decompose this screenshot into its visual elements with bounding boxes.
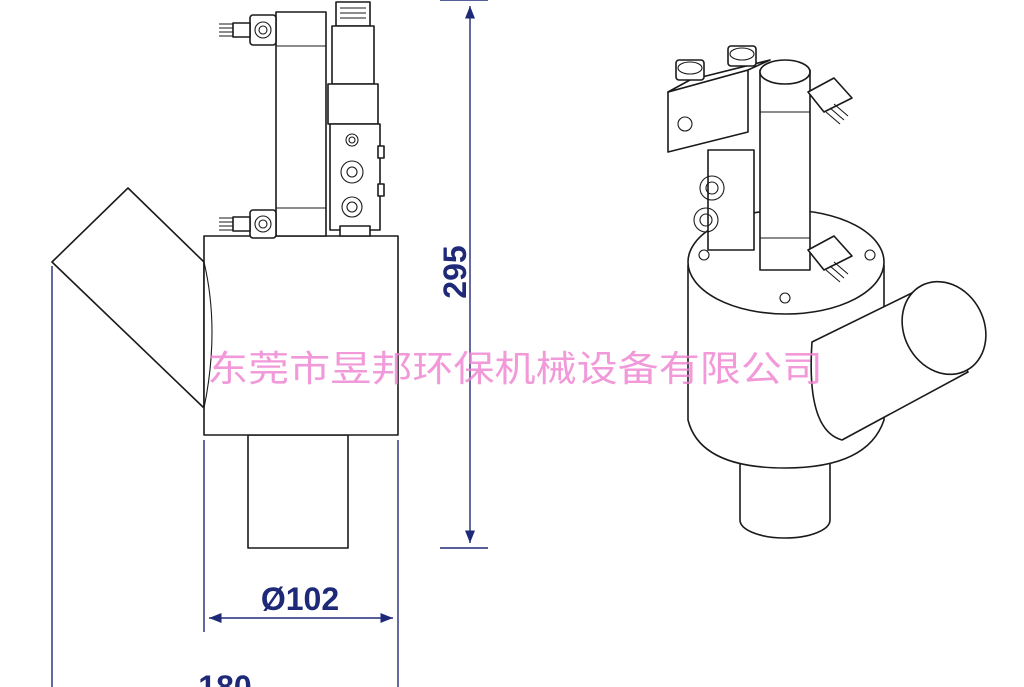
actuator-cylinder <box>275 11 327 237</box>
outlet-diameter-label: Ø102 <box>261 581 339 617</box>
iso-actuator-cylinder <box>759 69 811 271</box>
dimension-lines <box>51 0 488 687</box>
inclined-inlet-pipe <box>51 187 205 409</box>
valve-body <box>203 235 399 436</box>
front-view <box>51 1 399 549</box>
overall-width-label: 180 <box>198 669 251 687</box>
company-watermark: 东莞市昱邦环保机械设备有限公司 <box>207 349 823 390</box>
height-dimension-label: 295 <box>437 245 473 298</box>
isometric-view <box>667 45 987 539</box>
